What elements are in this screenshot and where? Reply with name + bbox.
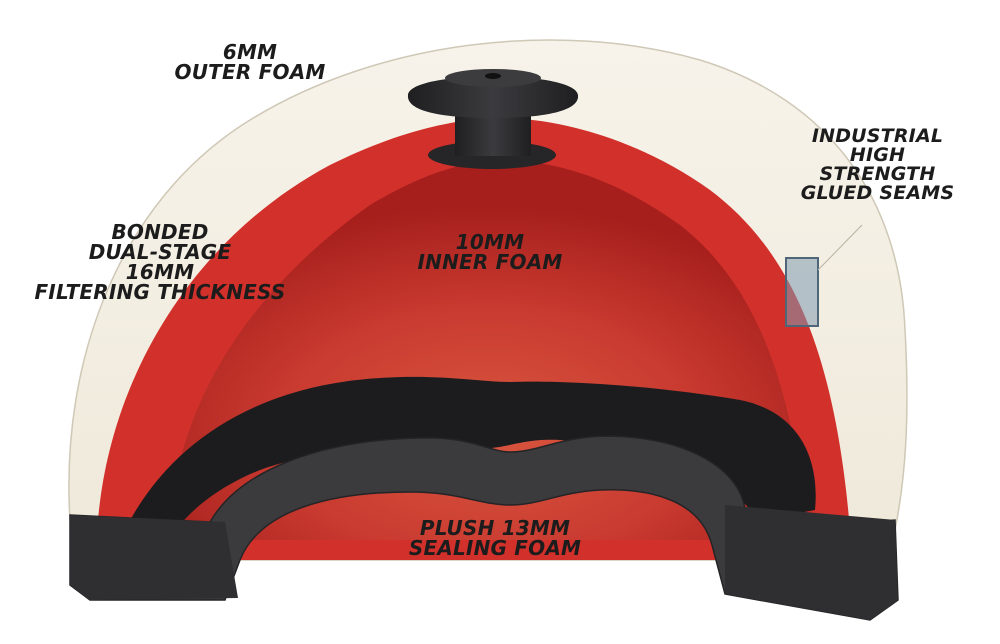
outer-foam-line-2: OUTER FOAM: [174, 60, 326, 84]
label-inner-foam: 10MM INNER FOAM: [405, 232, 575, 272]
sealing-foam-right-face: [725, 505, 898, 620]
valve-hole: [485, 73, 501, 79]
dual-stage-line-4: FILTERING THICKNESS: [34, 280, 286, 304]
glued-seams-line-3: STRENGTH: [819, 163, 936, 185]
sealing-foam-front-face: [70, 515, 238, 600]
glued-seams-line-1: INDUSTRIAL: [811, 125, 944, 147]
outer-foam-line-1: 6MM: [222, 40, 278, 64]
sealing-foam-inner-rim: [125, 376, 816, 540]
sealing-foam-line-1: PLUSH 13MM: [419, 516, 571, 540]
seam-leader-line: [817, 224, 863, 271]
glued-seam-highlight: [785, 257, 819, 327]
dual-stage-line-2: DUAL-STAGE: [88, 240, 232, 264]
label-sealing-foam: PLUSH 13MM SEALING FOAM: [400, 518, 590, 558]
label-dual-stage: BONDED DUAL-STAGE 16MM FILTERING THICKNE…: [30, 222, 290, 302]
label-outer-foam: 6MM OUTER FOAM: [165, 42, 335, 82]
dual-stage-line-3: 16MM: [125, 260, 195, 284]
sealing-foam-line-2: SEALING FOAM: [408, 536, 582, 560]
valve-cap: [407, 76, 579, 118]
label-glued-seams: INDUSTRIAL HIGH STRENGTH GLUED SEAMS: [790, 127, 965, 203]
inner-foam-line-2: INNER FOAM: [417, 250, 563, 274]
dual-stage-line-1: BONDED: [111, 220, 209, 244]
glued-seams-line-4: GLUED SEAMS: [800, 182, 955, 204]
glued-seams-line-2: HIGH: [849, 144, 906, 166]
inner-foam-line-1: 10MM: [455, 230, 525, 254]
